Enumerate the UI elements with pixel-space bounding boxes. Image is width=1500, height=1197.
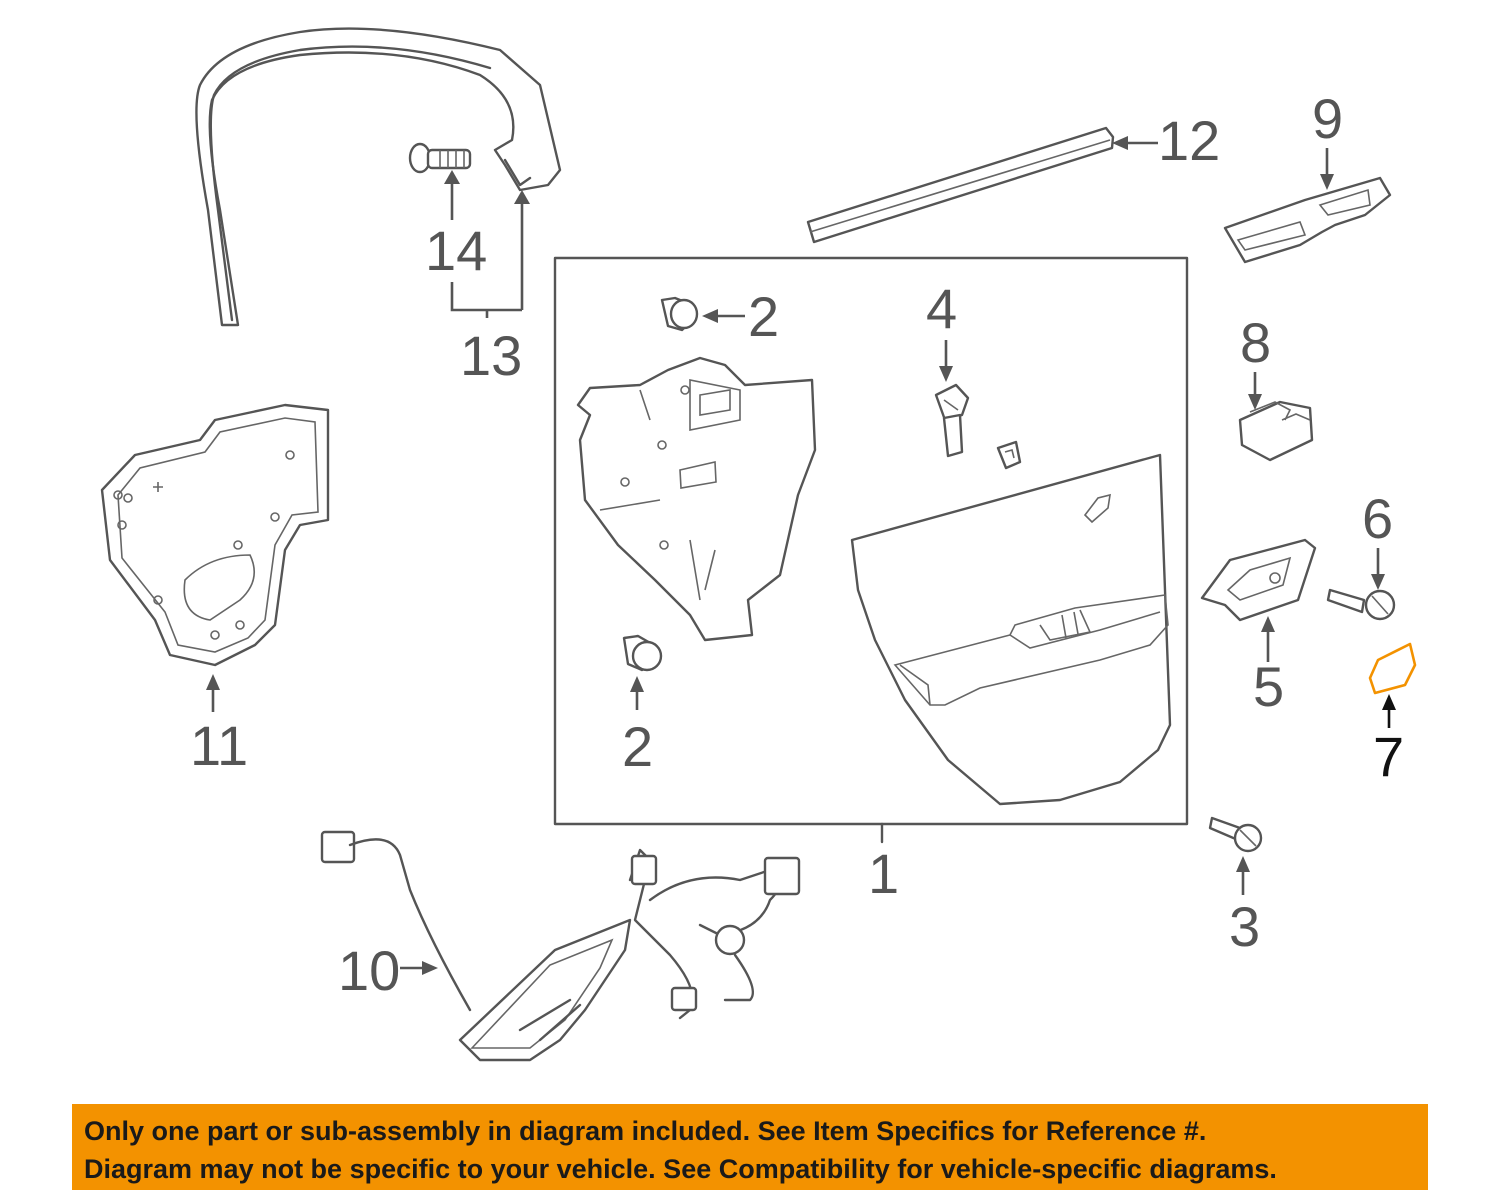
part-14-bolt — [408, 142, 472, 174]
disclaimer-line-2: Diagram may not be specific to your vehi… — [84, 1154, 1277, 1184]
callout-3: 3 — [1229, 895, 1260, 958]
callout-labels: 1 2 2 3 4 5 6 7 8 9 10 11 12 13 14 — [190, 87, 1404, 1002]
part-5-handle — [1200, 538, 1317, 622]
part-12-belt-molding — [806, 126, 1115, 244]
part-3-screw — [1208, 816, 1263, 853]
part-13-weatherstrip — [195, 27, 562, 327]
part-2-clip-lower — [622, 634, 663, 672]
part-1-door-trim-panel — [850, 453, 1172, 806]
callout-12: 12 — [1158, 109, 1220, 172]
part-1-box — [553, 256, 1189, 844]
callout-5: 5 — [1253, 655, 1284, 718]
part-9-switch-bezel — [1223, 176, 1392, 264]
part-2-clip-upper — [660, 296, 699, 332]
part-10-wiring-harness — [320, 830, 801, 1062]
callout-9: 9 — [1312, 87, 1343, 150]
callout-1: 1 — [868, 842, 899, 905]
callout-2-upper: 2 — [748, 285, 779, 348]
part-4-pin — [934, 383, 970, 458]
callout-7-highlighted: 7 — [1373, 725, 1404, 788]
disclaimer-line-1: Only one part or sub-assembly in diagram… — [84, 1116, 1207, 1146]
disclaimer-banner: Only one part or sub-assembly in diagram… — [72, 1104, 1428, 1190]
callout-2-lower: 2 — [622, 715, 653, 778]
part-7-pad-highlighted — [1368, 642, 1417, 695]
callout-8: 8 — [1240, 311, 1271, 374]
part-1-bracket — [576, 356, 817, 642]
callout-13: 13 — [460, 324, 522, 387]
part-1-small-clip — [996, 440, 1022, 470]
callout-10: 10 — [338, 939, 400, 1002]
leader-lines — [206, 136, 1396, 975]
part-8-switch — [1238, 400, 1314, 462]
callout-6: 6 — [1362, 487, 1393, 550]
callout-14: 14 — [425, 219, 487, 282]
parts-diagram: 1 2 2 3 4 5 6 7 8 9 10 11 12 13 14 — [100, 27, 1417, 1062]
part-11-water-deflector — [100, 403, 330, 667]
callout-4: 4 — [926, 277, 957, 340]
callout-11: 11 — [190, 714, 248, 777]
part-6-screw — [1326, 588, 1396, 621]
